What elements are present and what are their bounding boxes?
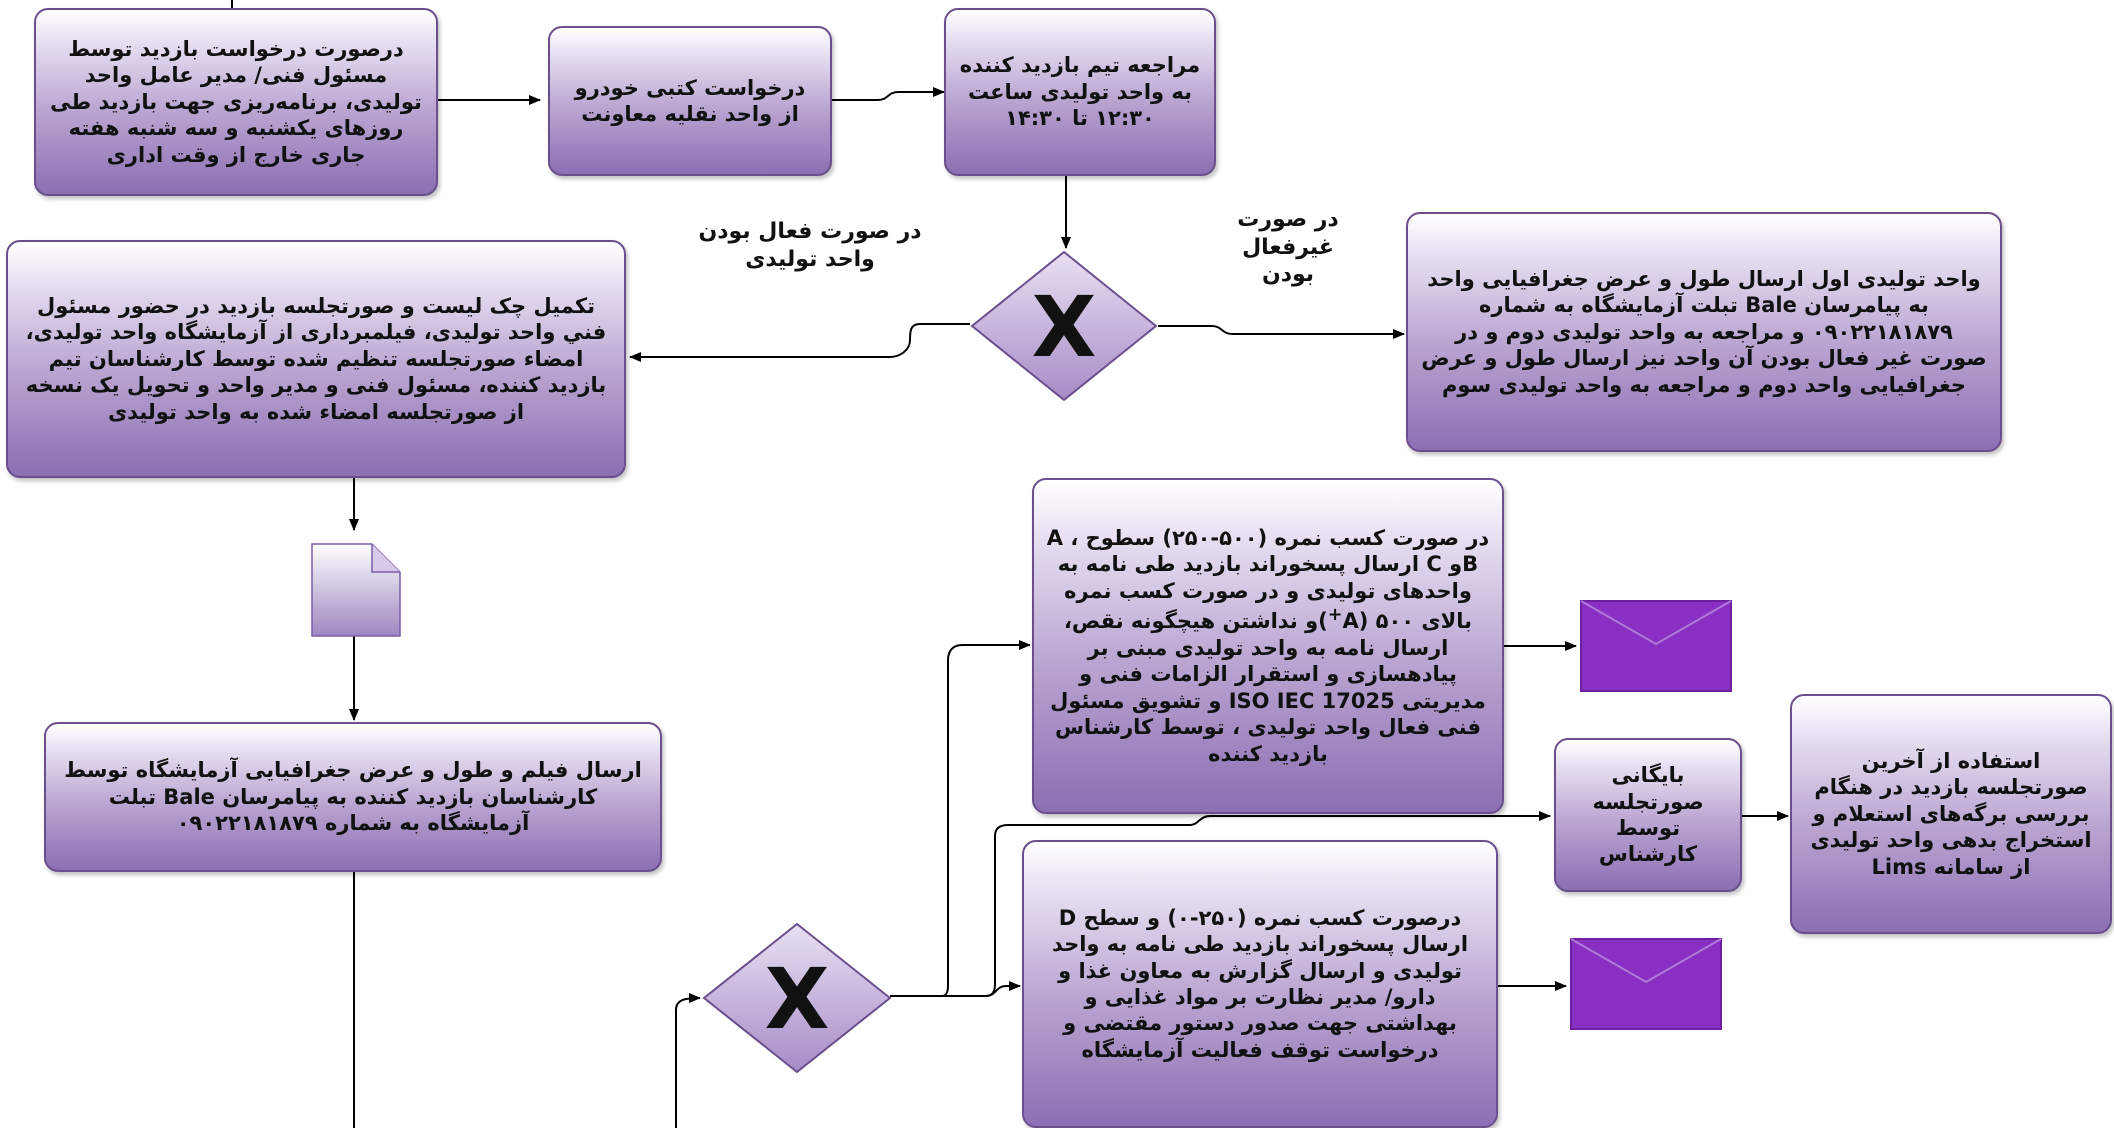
- connector-gateway-to-checklist: [629, 323, 970, 362]
- connector-up-to-gateway2: [675, 993, 701, 1128]
- inactive-unit-box: واحد تولیدی اول ارسال طول و عرض جغرافیای…: [1406, 212, 2002, 452]
- label-if-inactive: در صورت غیرفعال بودن: [1237, 207, 1339, 287]
- score-abc-text: در صورت کسب نمره (۵۰۰-۲۵۰) سطوح A ، Bو C…: [1046, 525, 1490, 767]
- use-last-minutes-text: استفاده از آخرین صورتجلسه بازدید در هنگا…: [1810, 748, 2092, 879]
- envelope-icon-bottom: [1570, 938, 1722, 1030]
- score-abc-text-a: در صورت کسب نمره (۵۰۰-۲۵۰) سطوح A ، Bو C…: [1046, 525, 1490, 634]
- exclusive-gateway-2: X: [702, 922, 892, 1074]
- connector-gateway2-to-score-abc: [890, 640, 1031, 997]
- written-vehicle-request-box: درخواست کتبی خودرو از واحد نقلیه معاونت: [548, 26, 832, 176]
- archive-minutes-box: بایگانی صورتجلسه توسط کارشناس: [1554, 738, 1742, 892]
- request-visit-text: درصورت درخواست بازدید توسط مسئول فنی/ مد…: [50, 36, 422, 167]
- score-abc-sup: +: [1327, 605, 1343, 626]
- checklist-minutes-text: تکمیل چک لیست و صورتجلسه بازدید در حضور …: [25, 293, 607, 424]
- team-visit-text: مراجعه تیم بازدید کننده به واحد تولیدی س…: [959, 53, 1201, 131]
- score-abc-box: در صورت کسب نمره (۵۰۰-۲۵۰) سطوح A ، Bو C…: [1032, 478, 1504, 814]
- envelope-icon-top: [1580, 600, 1732, 692]
- send-film-text: ارسال فیلم و طول و عرض جغرافیایی آزمایشگ…: [64, 758, 642, 836]
- document-icon: [311, 543, 401, 637]
- score-d-box: درصورت کسب نمره (۲۵۰-۰) و سطح D ارسال پس…: [1022, 840, 1498, 1128]
- request-visit-box: درصورت درخواست بازدید توسط مسئول فنی/ مد…: [34, 8, 438, 196]
- use-last-minutes-box: استفاده از آخرین صورتجلسه بازدید در هنگا…: [1790, 694, 2112, 934]
- team-visit-box: مراجعه تیم بازدید کننده به واحد تولیدی س…: [944, 8, 1216, 176]
- gateway-1-symbol: X: [1032, 278, 1097, 376]
- connector-vehicle-to-team: [832, 87, 945, 101]
- score-abc-text-b: )و نداشتن هیچگونه نقص، ارسال نامه به واح…: [1050, 609, 1486, 766]
- written-vehicle-request-text: درخواست کتبی خودرو از واحد نقلیه معاونت: [574, 75, 806, 126]
- checklist-minutes-box: تکمیل چک لیست و صورتجلسه بازدید در حضور …: [6, 240, 626, 478]
- gateway-2-symbol: X: [765, 950, 830, 1048]
- archive-minutes-text: بایگانی صورتجلسه توسط کارشناس: [1592, 763, 1704, 867]
- label-if-active: در صورت فعال بودن واحد تولیدی: [698, 219, 922, 272]
- score-d-text: درصورت کسب نمره (۲۵۰-۰) و سطح D ارسال پس…: [1051, 905, 1469, 1062]
- connector-gateway-to-inactive: [1158, 325, 1405, 339]
- exclusive-gateway-1: X: [970, 250, 1158, 402]
- send-film-box: ارسال فیلم و طول و عرض جغرافیایی آزمایشگ…: [44, 722, 662, 872]
- connector-gateway2-to-score-d: [908, 981, 1021, 997]
- inactive-unit-text: واحد تولیدی اول ارسال طول و عرض جغرافیای…: [1421, 266, 1987, 397]
